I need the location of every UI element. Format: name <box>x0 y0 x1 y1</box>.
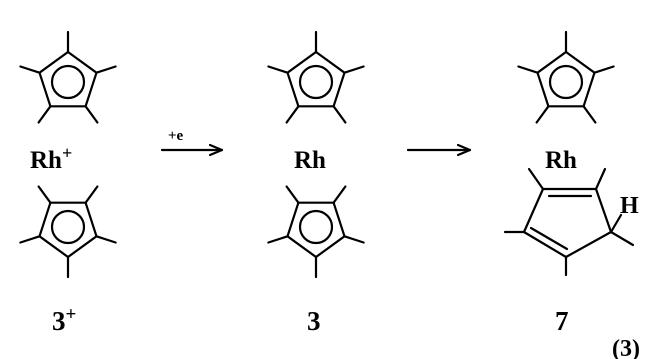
compound-3-cation: Rh+ 3+ <box>19 30 117 336</box>
methyl-bond <box>84 185 99 204</box>
double-bond-left <box>529 226 569 251</box>
aromatic-circle <box>298 209 334 245</box>
methyl-bond <box>267 65 289 74</box>
cp-star-ring-top <box>267 30 365 124</box>
equation-number: (3) <box>612 336 640 359</box>
ring-pentagon <box>286 201 346 259</box>
ring-pentagon <box>286 50 346 108</box>
methyl-bond <box>285 105 300 124</box>
aromatic-circle <box>50 209 86 245</box>
metal-label: Rh+ <box>30 143 72 174</box>
compound-number: 3 <box>307 306 321 336</box>
methyl-bond <box>582 105 597 124</box>
methyl-bond <box>343 65 365 74</box>
ring-pentagon <box>536 50 596 108</box>
charge-superscript: + <box>66 304 77 325</box>
hydrogen-label: H <box>620 193 639 219</box>
metal-label: Rh <box>545 147 577 174</box>
methyl-bond <box>37 105 52 124</box>
methyl-bond <box>332 185 347 204</box>
methyl-bond <box>19 235 41 244</box>
methyl-bond <box>343 235 365 244</box>
methyl-bond <box>95 65 117 74</box>
methyl-bond <box>267 235 289 244</box>
compound-7: Rh H 7 <box>503 30 639 336</box>
cp-star-ring-top <box>19 30 117 124</box>
compound-3: Rh 3 <box>267 30 365 336</box>
methyl-bond <box>37 185 52 204</box>
compound-number: 3+ <box>52 304 76 336</box>
methyl-bond <box>535 105 550 124</box>
methyl-bond <box>84 105 99 124</box>
aromatic-circle <box>298 64 334 100</box>
methyl-bond <box>285 185 300 204</box>
reaction-arrow-rearrangement <box>406 143 472 157</box>
aromatic-circle <box>50 64 86 100</box>
metal-label: Rh <box>294 147 326 174</box>
methyl-bond <box>95 235 117 244</box>
compound-number: 7 <box>555 306 569 336</box>
aromatic-circle <box>548 64 584 100</box>
arrowhead <box>456 143 472 157</box>
cyclopentadiene-ring <box>503 167 635 277</box>
cp-star-ring-bottom <box>19 185 117 279</box>
methyl-bond <box>593 65 615 74</box>
ring-pentagon <box>38 50 98 108</box>
arrowhead <box>208 143 224 157</box>
cp-star-ring-bottom <box>267 185 365 279</box>
methyl-bond <box>332 105 347 124</box>
reaction-arrow-reduction: +e <box>160 128 224 157</box>
methyl-bond <box>517 65 539 74</box>
methyl-bond <box>19 65 41 74</box>
charge-superscript: + <box>62 143 72 163</box>
arrow-label: +e <box>168 128 184 144</box>
ring-pentagon <box>38 201 98 259</box>
cp-star-ring-top <box>517 30 615 124</box>
